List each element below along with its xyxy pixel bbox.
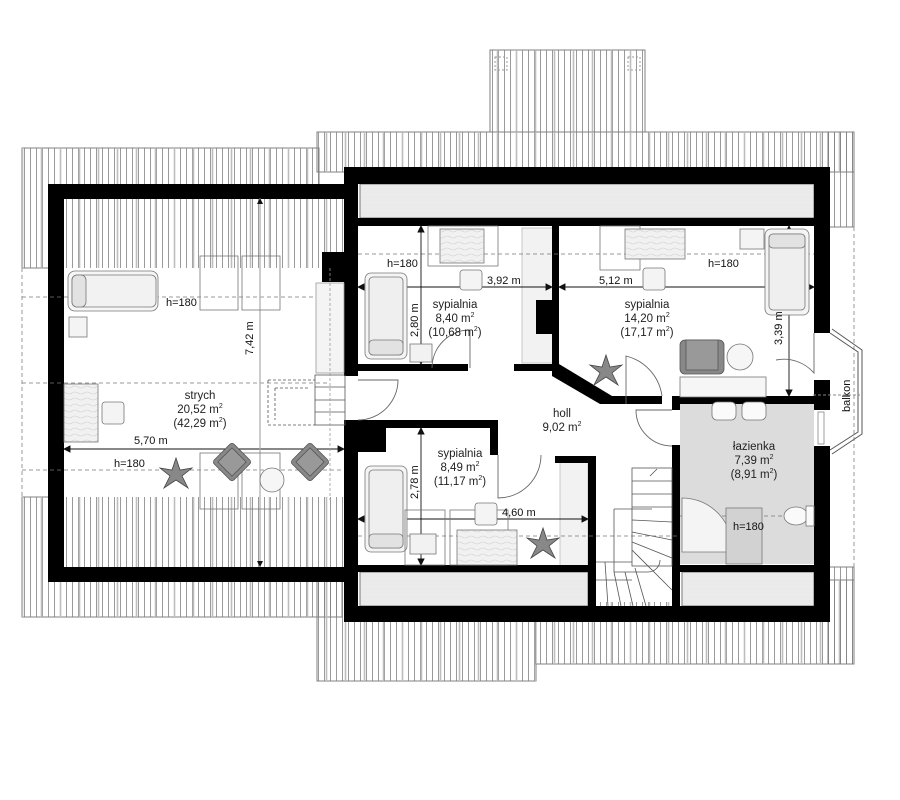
room-name: sypialnia: [624, 299, 670, 311]
room-area-total: (42,29 m2): [173, 417, 227, 430]
room-name: holl: [553, 408, 571, 420]
room-label-balkon: balkon: [841, 379, 853, 412]
height-marker-lazienka: h=180: [733, 521, 764, 533]
height-marker-strych-top: h=180: [166, 297, 197, 309]
room-name: sypialnia: [432, 299, 478, 311]
dimension-strych-depth: 7,42 m: [244, 321, 256, 355]
height-marker-sypialnia-1: h=180: [387, 258, 418, 270]
dimension-strych-width: 5,70 m: [134, 435, 168, 447]
doors: [357, 329, 815, 499]
dimension-sypialnia-2-depth: 3,39 m: [773, 311, 785, 345]
room-area-total: (17,17 m2): [620, 326, 674, 339]
height-marker-sypialnia-2: h=180: [708, 258, 739, 270]
dimension-sypialnia-1-depth: 2,80 m: [409, 303, 421, 337]
dimension-sypialnia-1-width: 3,92 m: [487, 275, 521, 287]
room-area: 8,49 m2: [440, 461, 480, 474]
dimension-sypialnia-2-width: 5,12 m: [599, 275, 633, 287]
staircase: [267, 374, 673, 607]
walls: [48, 167, 830, 622]
room-area-total: (8,91 m2): [730, 468, 778, 481]
low-height-zones: [359, 183, 815, 607]
height-marker-strych-bottom: h=180: [114, 458, 145, 470]
furniture: [63, 225, 815, 566]
room-area: 7,39 m2: [734, 454, 774, 467]
room-area-total: (10,68 m2): [428, 326, 482, 339]
room-name: sypialnia: [437, 448, 483, 460]
room-area: 9,02 m2: [542, 421, 582, 434]
room-area: 14,20 m2: [624, 312, 670, 325]
dimension-sypialnia-3-depth: 2,78 m: [409, 465, 421, 499]
room-label-sypialnia-2: sypialnia 14,20 m2 (17,17 m2): [620, 298, 673, 340]
room-label-sypialnia-1: sypialnia 8,40 m2 (10,68 m2): [428, 298, 481, 340]
room-label-holl: holl 9,02 m2: [542, 407, 581, 435]
room-label-strych: strych 20,52 m2 (42,29 m2): [173, 389, 226, 431]
room-label-lazienka: łazienka 7,39 m2 (8,91 m2): [731, 440, 778, 482]
attic-columns: [315, 268, 345, 500]
room-name: strych: [184, 390, 216, 402]
room-area: 20,52 m2: [177, 403, 223, 416]
room-name: łazienka: [732, 441, 776, 453]
dimension-sypialnia-3-width: 4,60 m: [502, 507, 536, 519]
room-label-sypialnia-3: sypialnia 8,49 m2 (11,17 m2): [434, 447, 486, 489]
room-area: 8,40 m2: [435, 312, 475, 325]
balcony: [813, 328, 863, 455]
room-area-total: (11,17 m2): [433, 475, 487, 488]
